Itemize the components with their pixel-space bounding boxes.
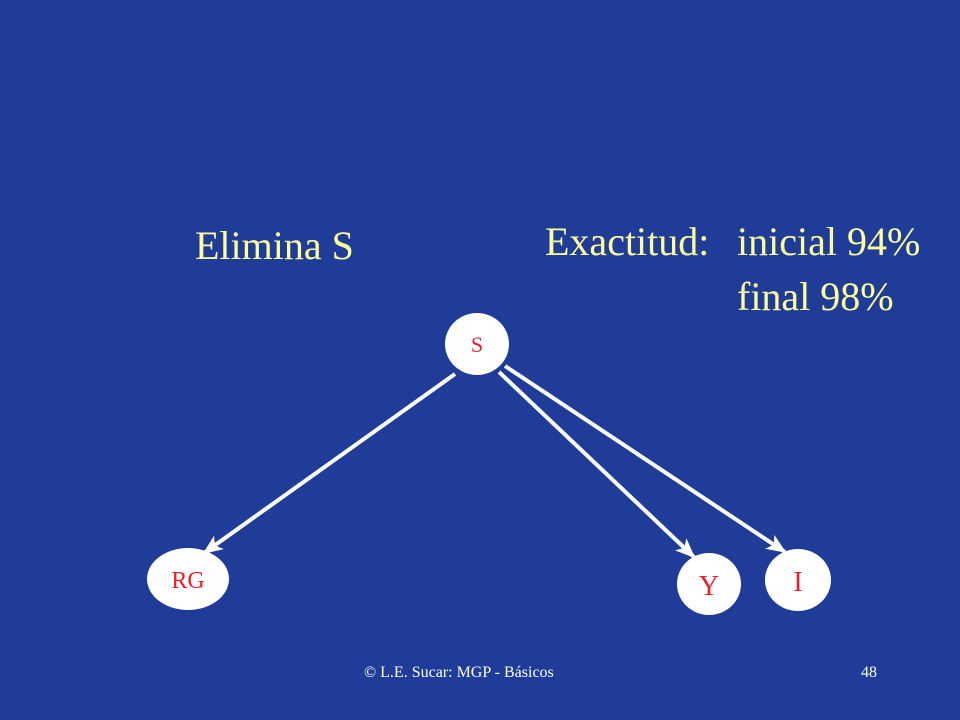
slide-title-left: Elimina S: [195, 223, 354, 268]
node-i: I: [765, 549, 831, 611]
node-y: Y: [677, 553, 741, 615]
accuracy-final: final 98%: [737, 274, 894, 319]
accuracy-initial: inicial 94%: [737, 219, 921, 264]
node-s: S: [445, 313, 509, 375]
edge-s-rg: [202, 372, 457, 555]
node-y-label: Y: [699, 571, 719, 602]
page-number: 48: [861, 664, 877, 681]
node-s-label: S: [471, 332, 483, 357]
node-rg-label: RG: [171, 568, 204, 594]
accuracy-label: Exactitud:: [545, 219, 710, 264]
footer-credit: © L.E. Sucar: MGP - Básicos: [364, 664, 554, 681]
node-rg: RG: [147, 548, 229, 610]
node-i-label: I: [793, 567, 802, 598]
edge-s-y: [497, 370, 696, 559]
edge-s-i: [503, 364, 787, 554]
